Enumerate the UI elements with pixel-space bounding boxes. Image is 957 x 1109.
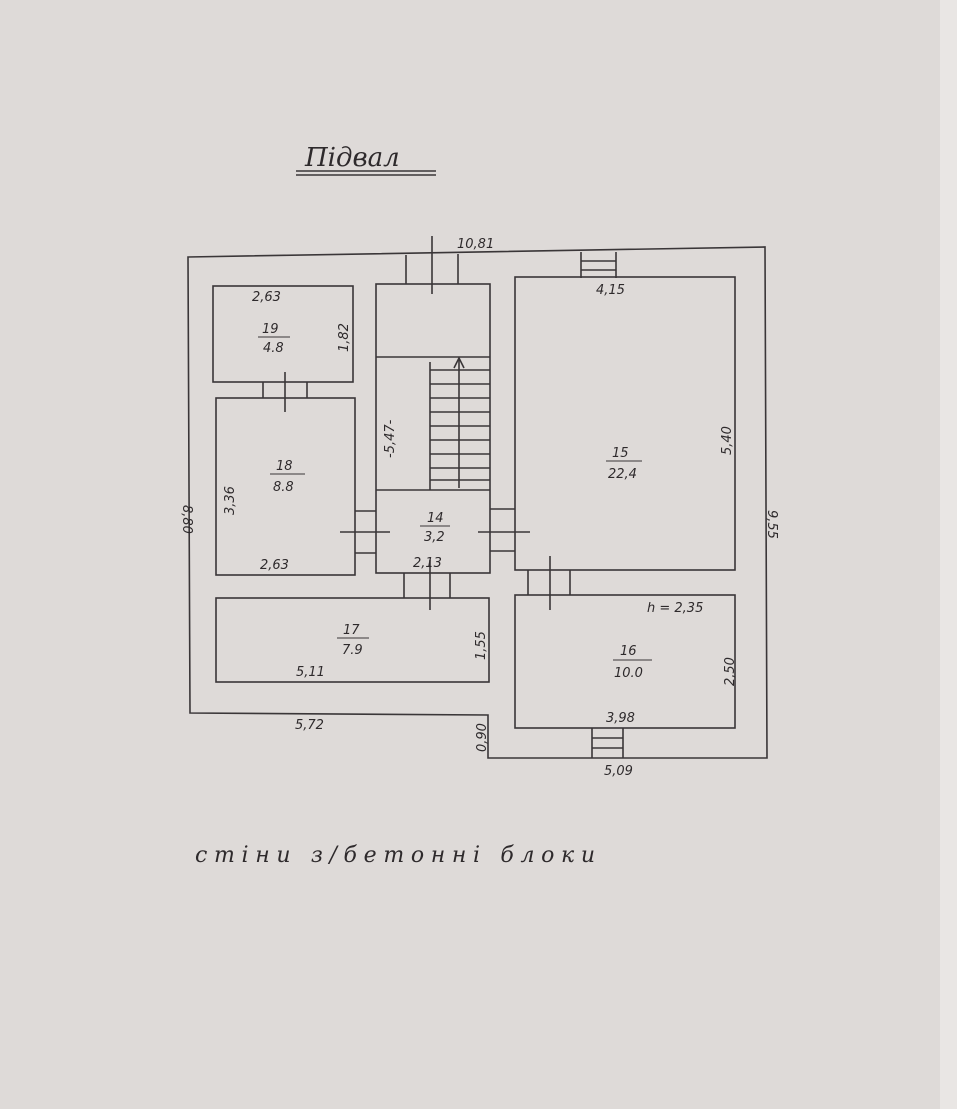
plan-title: Підвал <box>304 143 400 173</box>
dim-r14-width: 2,13 <box>413 556 442 571</box>
dim-left-total: 8,80 <box>179 505 194 534</box>
svg-text:16: 16 <box>620 644 637 659</box>
room-16 <box>514 594 736 729</box>
door-openings <box>262 236 571 610</box>
room-label-14: 143,2 <box>420 511 450 545</box>
dim-r16-width: 3,98 <box>606 711 635 726</box>
svg-text:4.8: 4.8 <box>263 341 284 356</box>
dim-r17-width: 5,11 <box>296 665 325 680</box>
room-19 <box>212 285 354 383</box>
room-label-16: 16 10.0 <box>613 644 652 681</box>
dim-r19-width: 2,63 <box>252 290 281 305</box>
svg-text:7.9: 7.9 <box>342 643 363 658</box>
dim-r16-height: 2,50 <box>723 657 738 686</box>
stair-hall <box>375 283 491 574</box>
room-label-15: 15 22,4 <box>606 446 642 482</box>
dim-stair-length: -5,47- <box>383 419 398 458</box>
entry-steps-bottom <box>591 728 624 758</box>
dim-top-total: 10,81 <box>457 237 494 252</box>
room-label-18: 188.8 <box>270 459 305 495</box>
paper-edge <box>940 0 957 1109</box>
wall-material-note: стіни з/бетонні блоки <box>195 843 595 868</box>
ceiling-height: h = 2,35 <box>647 601 703 616</box>
dim-r18-height: 3,36 <box>223 486 238 515</box>
dim-r17-height: 1,55 <box>474 631 489 660</box>
dim-r15-width: 4,15 <box>596 283 625 298</box>
svg-text:10.0: 10.0 <box>614 666 643 681</box>
room-17 <box>215 597 490 683</box>
svg-text:14: 14 <box>427 511 444 526</box>
room-label-19: 194.8 <box>258 322 290 356</box>
dim-r15-height: 5,40 <box>720 426 735 455</box>
outer-wall <box>187 246 768 759</box>
svg-text:18: 18 <box>276 459 293 474</box>
dim-right-total: 9,55 <box>764 510 779 539</box>
dim-r19-height: 1,82 <box>337 323 352 352</box>
room-label-17: 177.9 <box>337 623 369 658</box>
svg-text:19: 19 <box>262 322 279 337</box>
dim-bottom-right: 5,09 <box>604 764 633 779</box>
svg-text:17: 17 <box>343 623 360 638</box>
svg-text:15: 15 <box>612 446 629 461</box>
svg-text:22,4: 22,4 <box>608 467 637 482</box>
staircase <box>429 356 490 490</box>
room-15 <box>514 276 736 571</box>
dim-bottom-left: 5,72 <box>295 718 324 733</box>
dim-step-offset: 0,90 <box>475 723 490 752</box>
entry-steps-top <box>580 252 617 278</box>
dim-r18-width: 2,63 <box>260 558 289 573</box>
svg-text:3,2: 3,2 <box>424 530 445 545</box>
svg-text:8.8: 8.8 <box>273 480 294 495</box>
